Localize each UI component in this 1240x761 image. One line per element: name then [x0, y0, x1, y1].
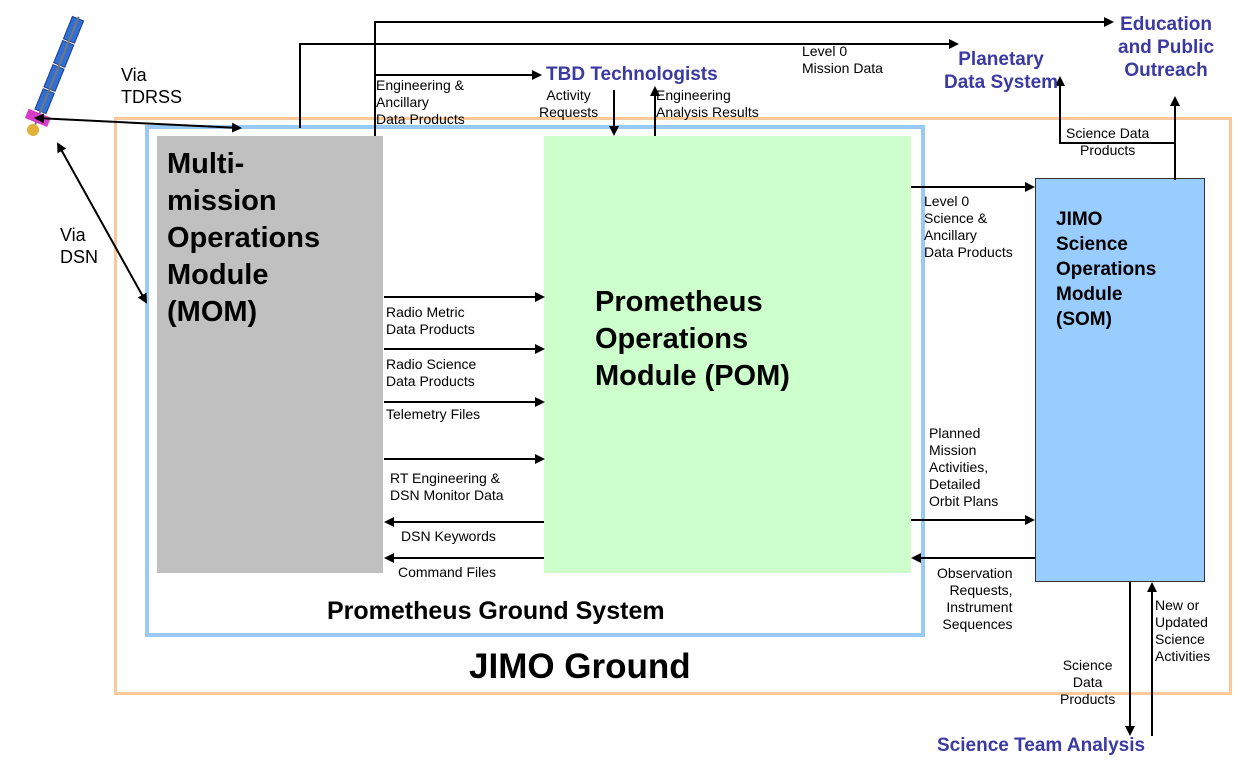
observation-requests-label: Observation Requests, Instrument Sequenc…	[937, 565, 1013, 632]
science-team-analysis-label: Science Team Analysis	[937, 735, 1146, 756]
level0-mission-data-label: Level 0 Mission Data	[802, 43, 883, 76]
planetary-data-system-label: Planetary Data System	[944, 49, 1059, 93]
eng-ancillary-label: Engineering & Ancillary Data Products	[376, 77, 465, 127]
via-tdrss-label: Via TDRSS	[121, 65, 183, 107]
mom-title: Multi- mission Operations Module (MOM)	[167, 148, 321, 328]
rt-engineering-label: RT Engineering & DSN Monitor Data	[390, 470, 504, 503]
prometheus-ground-system-boundary	[145, 125, 925, 637]
tbd-technologists-label: TBD Technologists	[546, 64, 718, 85]
education-outreach-label: Education and Public Outreach	[1118, 14, 1215, 81]
new-updated-activities-label: New or Updated Science Activities	[1155, 597, 1211, 664]
radio-science-label: Radio Science Data Products	[386, 356, 477, 389]
jimo-ground-label: JIMO Ground	[469, 647, 691, 686]
spacecraft-icon	[24, 15, 85, 136]
radio-metric-label: Radio Metric Data Products	[386, 304, 475, 337]
via-dsn-label: Via DSN	[60, 225, 99, 267]
planned-mission-label: Planned Mission Activities, Detailed Orb…	[929, 425, 999, 509]
science-data-products-bottom-label: Science Data Products	[1060, 657, 1116, 707]
jimo-ground-boundary	[114, 117, 1232, 695]
som-module	[1035, 178, 1205, 582]
mom-module	[157, 136, 383, 573]
som-title: JIMO Science Operations Module (SOM)	[1056, 209, 1157, 330]
prometheus-ground-system-label: Prometheus Ground System	[327, 597, 665, 625]
telemetry-files-label: Telemetry Files	[386, 406, 481, 422]
activity-requests-label: Activity Requests	[539, 87, 599, 120]
command-files-label: Command Files	[398, 564, 497, 580]
pom-module	[544, 136, 911, 573]
science-data-products-top-label: Science Data Products	[1066, 125, 1150, 158]
dsn-keywords-label: DSN Keywords	[401, 528, 496, 544]
level0-science-label: Level 0 Science & Ancillary Data Product…	[924, 193, 1013, 260]
pom-title: Prometheus Operations Module (POM)	[595, 286, 790, 392]
engineering-analysis-label: Engineering Analysis Results	[656, 87, 759, 120]
